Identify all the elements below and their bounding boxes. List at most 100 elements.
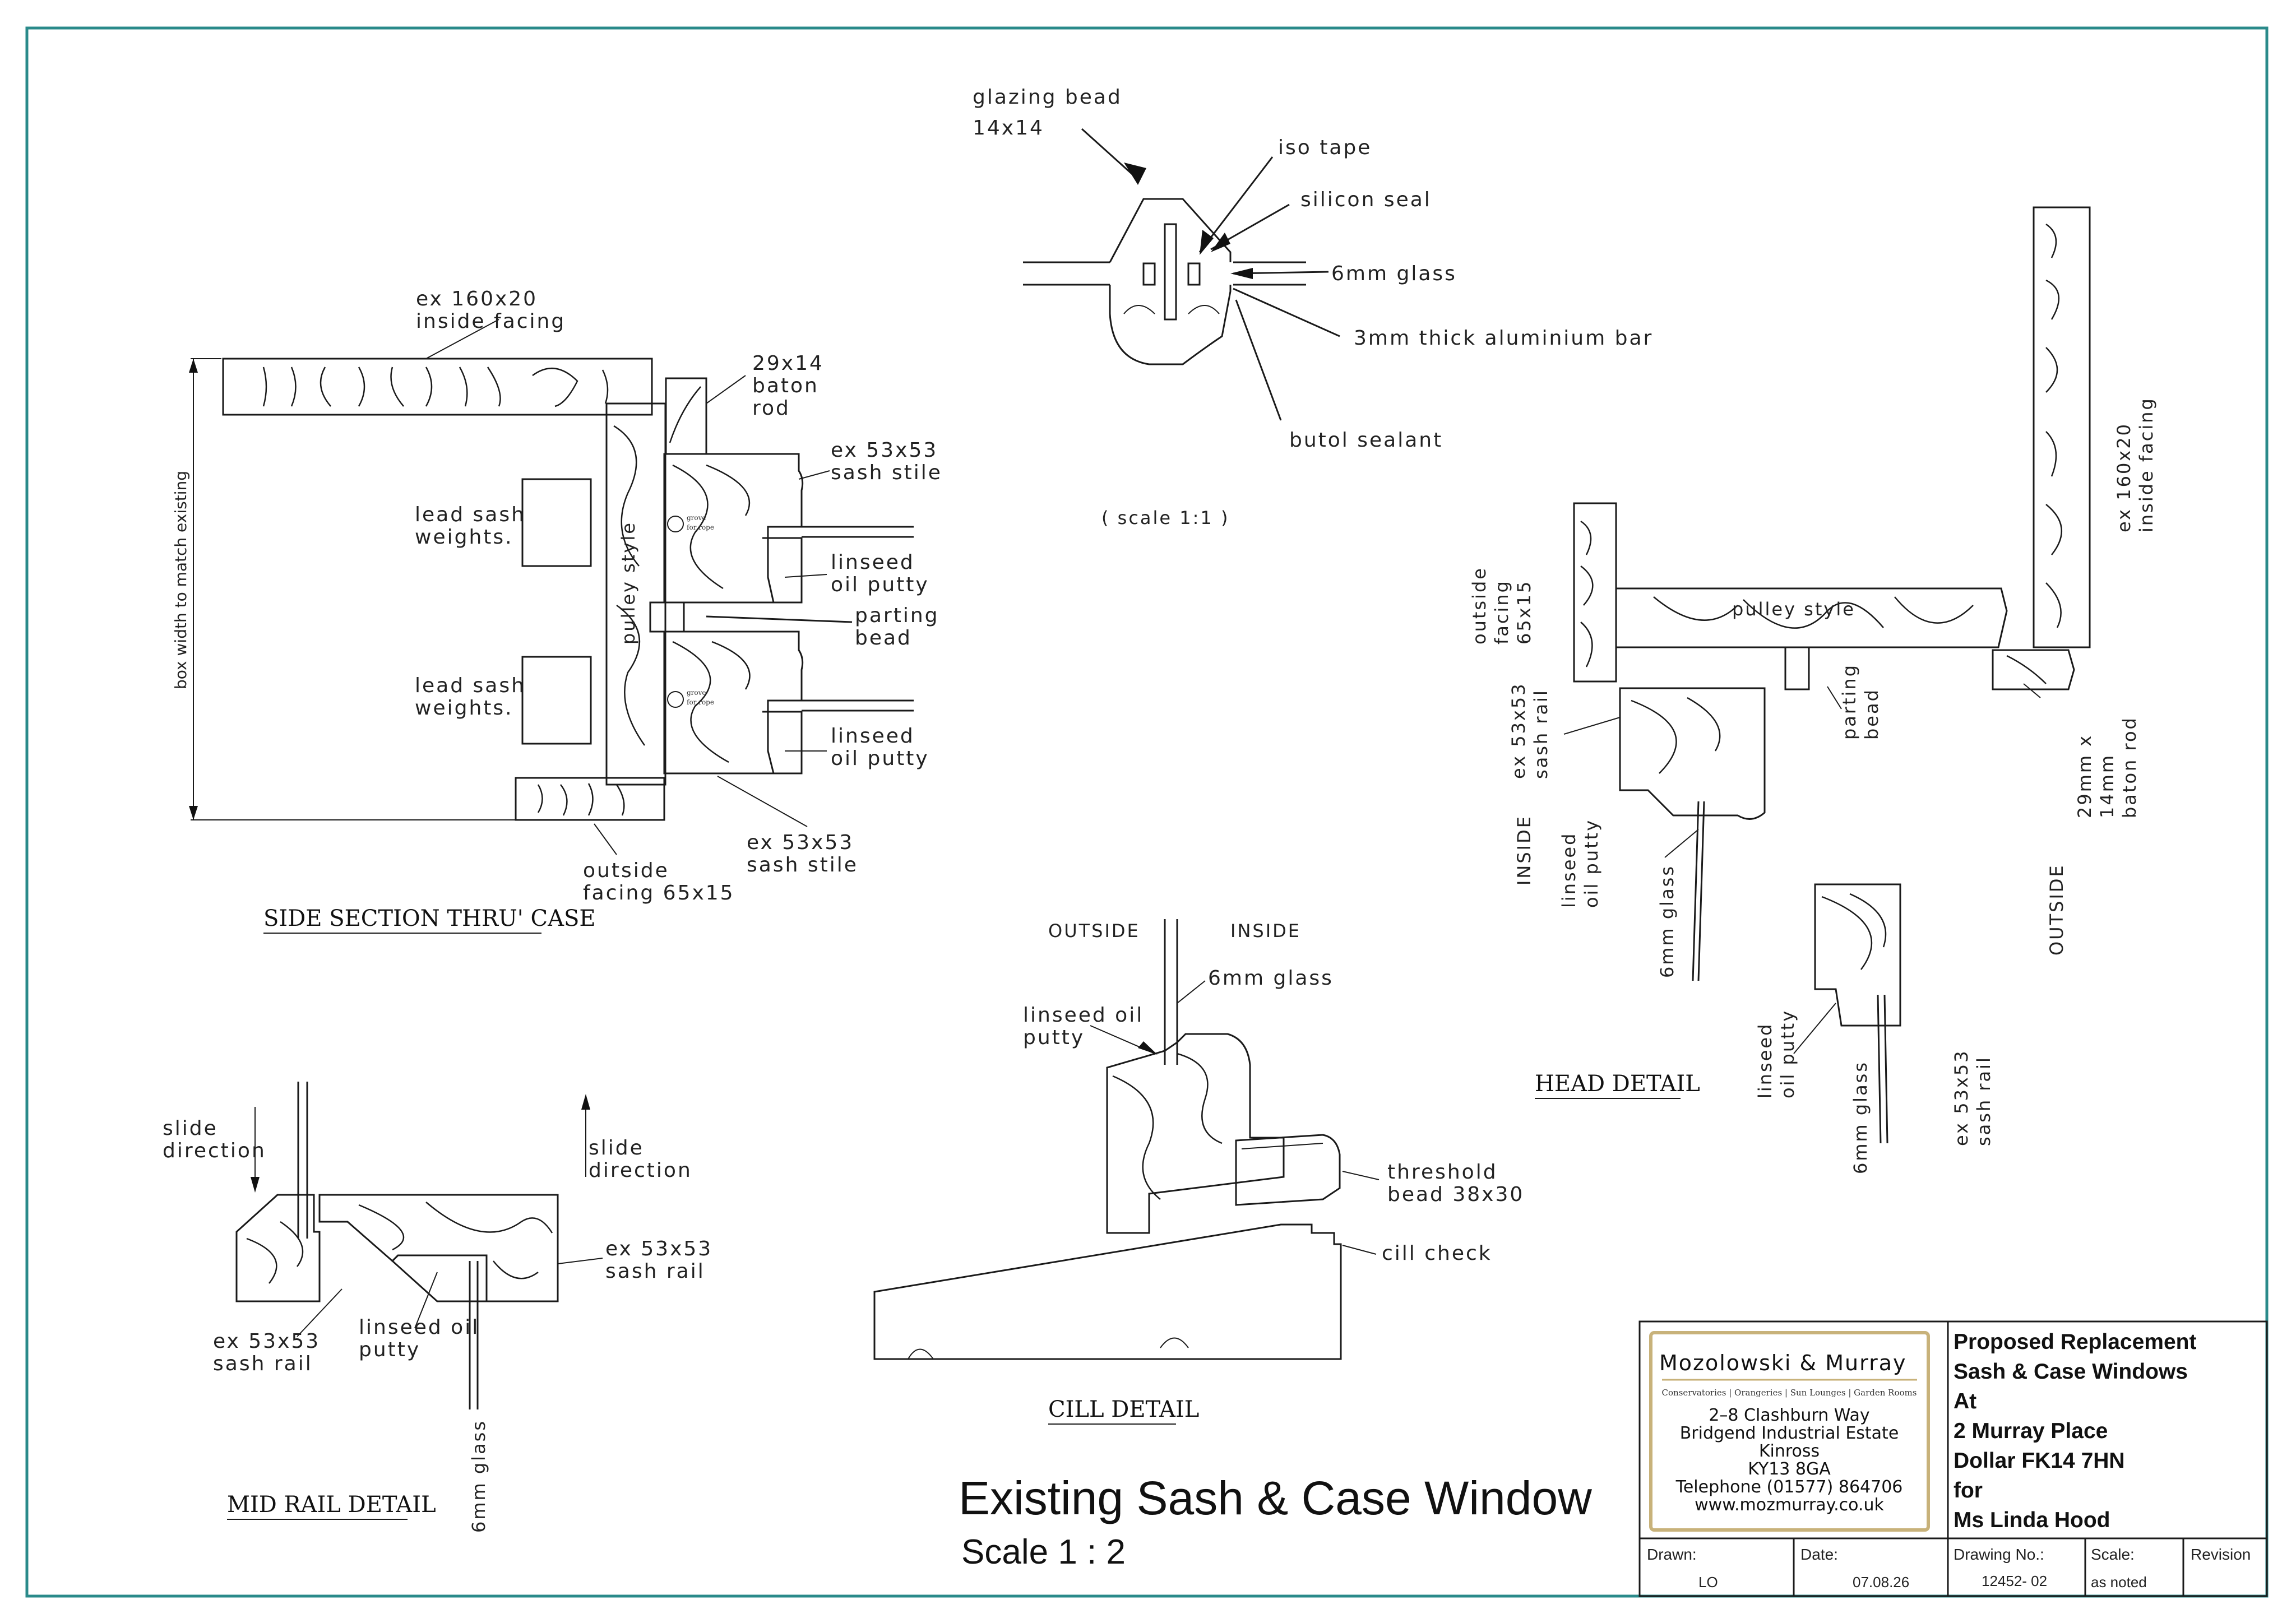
sheet-border bbox=[25, 26, 2269, 1598]
label-head-inside: INSIDE bbox=[1513, 815, 1535, 885]
label-head-glass-a: 6mm glass bbox=[1656, 865, 1678, 978]
label-cill-glass: 6mm glass bbox=[1208, 967, 1334, 990]
label-sash-stile-a: sash stile bbox=[831, 461, 942, 484]
label-mid-rail-a: sash rail bbox=[605, 1260, 705, 1283]
label-head-sash-rail-size-b: ex 53x53 bbox=[1951, 1049, 1972, 1146]
label-oil-putty-b: oil putty bbox=[831, 747, 929, 770]
label-outside-facing: outside bbox=[583, 859, 669, 882]
label-cill-outside: OUTSIDE bbox=[1048, 920, 1140, 942]
label-6mm-glass: 6mm glass bbox=[1331, 262, 1457, 285]
cill-detail: OUTSIDE INSIDE 6mm glass linseed oil put… bbox=[873, 919, 1524, 1425]
label-pulley-style: pulley style bbox=[618, 521, 639, 644]
label-head-pulley: pulley style bbox=[1732, 599, 1855, 620]
glazing-bead-detail: glazing bead 14x14 iso tape silicon seal… bbox=[973, 86, 1653, 528]
label-linseed-a: linseed bbox=[831, 551, 915, 574]
project-line-3: At bbox=[1954, 1389, 1976, 1413]
heading-head-detail: HEAD DETAIL bbox=[1535, 1071, 1700, 1097]
label-rod: rod bbox=[752, 397, 790, 420]
label-head-outside-facing-2: facing bbox=[1491, 579, 1512, 644]
company-address-1: 2–8 Clashburn Way bbox=[1709, 1406, 1869, 1425]
drawing-scale: Scale 1 : 2 bbox=[961, 1533, 1126, 1571]
label-head-sash-rail-size-a: ex 53x53 bbox=[1508, 682, 1529, 779]
project-line-2: Sash & Case Windows bbox=[1954, 1360, 2188, 1384]
date-value: 07.08.26 bbox=[1853, 1574, 1909, 1590]
drawing-no-label: Drawing No.: bbox=[1954, 1546, 2044, 1563]
label-linseed-b: linseed bbox=[831, 725, 915, 748]
drawing-no-value: 12452- 02 bbox=[1982, 1573, 2047, 1589]
label-head-sash-rail-b: sash rail bbox=[1973, 1056, 1994, 1146]
company-phone: Telephone (01577) 864706 bbox=[1675, 1477, 1903, 1497]
project-line-6: for bbox=[1954, 1478, 1983, 1503]
label-threshold-2: bead 38x30 bbox=[1387, 1183, 1524, 1206]
company-address-3: Kinross bbox=[1759, 1441, 1820, 1461]
label-head-parting: parting bbox=[1839, 664, 1860, 740]
project-line-1: Proposed Replacement bbox=[1954, 1330, 2196, 1354]
title-block: Mozolowski & Murray Conservatories | Ora… bbox=[1638, 1320, 2268, 1597]
heading-side-section: SIDE SECTION THRU' CASE bbox=[263, 906, 596, 931]
label-cill-check: cill check bbox=[1382, 1242, 1492, 1265]
label-head-glass-b: 6mm glass bbox=[1850, 1061, 1871, 1174]
label-head-baton-3: baton rod bbox=[2119, 716, 2140, 818]
label-glazing-bead-size: 14x14 bbox=[973, 117, 1044, 140]
label-head-linseed-a: linseed bbox=[1558, 832, 1580, 908]
label-mid-rail-size-a: ex 53x53 bbox=[605, 1237, 712, 1260]
label-outside-facing-size: facing 65x15 bbox=[583, 882, 735, 905]
label-oil-putty-a: oil putty bbox=[831, 573, 929, 596]
heading-mid-rail: MID RAIL DETAIL bbox=[227, 1492, 436, 1518]
label-head-bead: bead bbox=[1861, 688, 1882, 740]
label-cill-putty-2: putty bbox=[1023, 1026, 1085, 1049]
label-head-oil-putty-b: oil putty bbox=[1777, 1009, 1798, 1098]
label-butol-sealant: butol sealant bbox=[1289, 429, 1443, 452]
label-lead-weights-1b: weights. bbox=[415, 526, 513, 549]
mid-rail-detail: slide direction slide direction ex 53x53… bbox=[163, 1082, 712, 1533]
drawn-value: LO bbox=[1698, 1574, 1718, 1590]
label-mid-putty-2: putty bbox=[359, 1338, 420, 1361]
label-mid-rail-size-b: ex 53x53 bbox=[213, 1330, 320, 1353]
date-label: Date: bbox=[1800, 1546, 1838, 1563]
company-name: Mozolowski & Murray bbox=[1659, 1351, 1907, 1375]
label-box-width: box width to match existing bbox=[172, 471, 190, 689]
company-address-2: Bridgend Industrial Estate bbox=[1680, 1423, 1899, 1443]
label-silicon-seal: silicon seal bbox=[1300, 188, 1432, 211]
head-detail: pulley style ex 160x20 inside facing out… bbox=[1469, 206, 2157, 1174]
label-cill-inside: INSIDE bbox=[1230, 920, 1301, 942]
label-slide-2: slide bbox=[589, 1137, 644, 1160]
label-head-inside-facing-size: ex 160x20 bbox=[2113, 423, 2135, 532]
label-mid-rail-b: sash rail bbox=[213, 1352, 313, 1375]
label-baton: baton bbox=[752, 374, 819, 397]
scale-label: Scale: bbox=[2091, 1546, 2135, 1563]
label-slide-1: slide bbox=[163, 1117, 218, 1140]
label-grove-1a: grove bbox=[687, 514, 706, 522]
label-iso-tape: iso tape bbox=[1278, 136, 1372, 159]
scale-value: as noted bbox=[2091, 1574, 2147, 1590]
company-web: www.mozmurray.co.uk bbox=[1695, 1495, 1884, 1515]
company-logo-frame bbox=[1649, 1331, 1930, 1532]
label-inside-facing-size: ex 160x20 bbox=[416, 287, 538, 310]
label-mid-putty-1: linseed oil bbox=[359, 1316, 479, 1339]
label-grove-2a: grove bbox=[687, 689, 706, 697]
label-head-baton-1: 29mm x bbox=[2074, 734, 2095, 818]
label-direction-2: direction bbox=[589, 1159, 692, 1182]
label-head-oil-putty-a: oil putty bbox=[1581, 819, 1602, 908]
label-head-linseed-b: linseed bbox=[1755, 1023, 1776, 1098]
label-lead-weights-2b: weights. bbox=[415, 697, 513, 720]
label-parting: parting bbox=[855, 604, 939, 627]
label-bead: bead bbox=[855, 627, 912, 650]
heading-cill-detail: CILL DETAIL bbox=[1048, 1397, 1199, 1422]
drawn-label: Drawn: bbox=[1647, 1546, 1697, 1563]
company-tagline: Conservatories | Orangeries | Sun Lounge… bbox=[1662, 1388, 1917, 1398]
label-scale-detail: ( scale 1:1 ) bbox=[1101, 507, 1229, 528]
label-head-outside-facing-3: 65x15 bbox=[1513, 580, 1535, 644]
label-head-baton-2: 14mm bbox=[2096, 754, 2118, 818]
label-sash-stile-size-a: ex 53x53 bbox=[831, 439, 938, 462]
label-head-sash-rail-a: sash rail bbox=[1530, 689, 1552, 779]
project-line-4: 2 Murray Place bbox=[1954, 1419, 2108, 1443]
label-glazing-bead: glazing bead bbox=[973, 86, 1122, 109]
label-head-outside: OUTSIDE bbox=[2046, 864, 2067, 956]
label-baton-size: 29x14 bbox=[752, 352, 824, 375]
label-head-inside-facing: inside facing bbox=[2136, 397, 2157, 532]
label-aluminium-bar: 3mm thick aluminium bar bbox=[1354, 327, 1653, 350]
label-sash-stile-size-b: ex 53x53 bbox=[747, 831, 854, 854]
label-head-outside-facing-1: outside bbox=[1469, 567, 1490, 644]
